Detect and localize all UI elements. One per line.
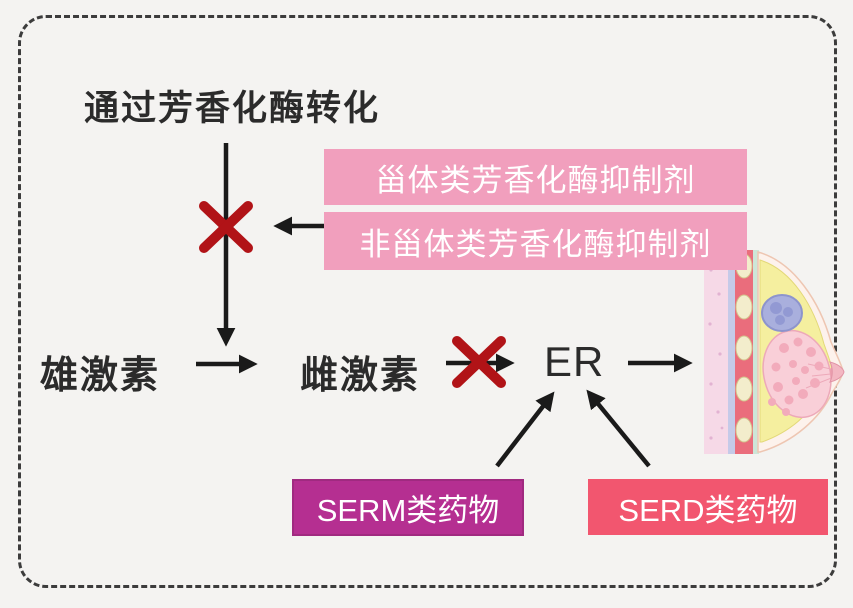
blocked-x-icon-er-binding bbox=[452, 336, 506, 388]
box-nonsteroidal-aromatase-inhibitor-label: 非甾体类芳香化酶抑制剂 bbox=[359, 226, 712, 262]
dashed-frame bbox=[18, 15, 837, 588]
box-serm-drugs-label: SERM类药物 bbox=[316, 493, 500, 528]
box-serd-drugs: SERD类药物 bbox=[588, 479, 828, 535]
arrow-serm-to-er bbox=[495, 391, 555, 468]
box-serm-drugs: SERM类药物 bbox=[292, 479, 524, 536]
node-androgen: 雄激素 bbox=[40, 355, 161, 397]
box-serd-drugs-label: SERD类药物 bbox=[618, 492, 798, 528]
box-steroidal-aromatase-inhibitor: 甾体类芳香化酶抑制剂 bbox=[324, 149, 747, 205]
blocked-x-icon-aromatase bbox=[199, 201, 253, 253]
arrow-serd-to-er bbox=[586, 389, 651, 468]
box-nonsteroidal-aromatase-inhibitor: 非甾体类芳香化酶抑制剂 bbox=[324, 212, 747, 270]
node-er: ER bbox=[544, 338, 605, 385]
title-aromatase-conversion: 通过芳香化酶转化 bbox=[84, 89, 381, 128]
node-estrogen: 雌激素 bbox=[300, 355, 421, 397]
box-steroidal-aromatase-inhibitor-label: 甾体类芳香化酶抑制剂 bbox=[375, 162, 696, 198]
